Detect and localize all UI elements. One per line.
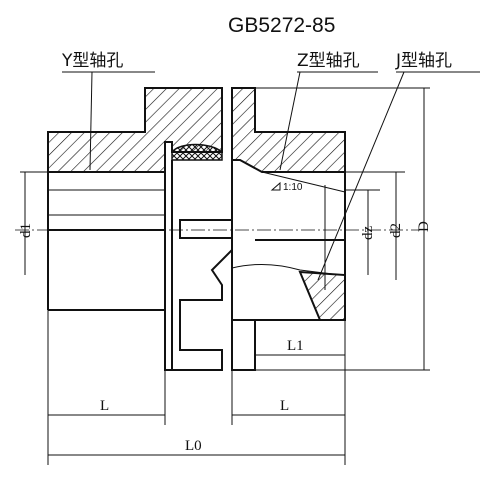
L1-label: L1 [287,338,304,354]
D-label: D [416,221,432,232]
left-L-label: L [100,398,109,414]
L0-label: L0 [185,438,202,454]
y-bore-label: Y型轴孔 [61,51,123,71]
jaw-profile [171,160,233,371]
d2-label: d2 [388,223,404,238]
taper-lower-section [298,270,346,321]
z-bore-label: Z型轴孔 [297,51,360,71]
left-hub-outline [47,172,172,371]
j-leader-line [317,71,405,281]
taper-bottom [231,263,341,276]
right-L-label: L [280,398,289,414]
taper-symbol-icon [270,181,281,191]
taper-top [261,171,346,193]
d1-label: d1 [18,223,34,238]
taper-ratio: 1:10 [283,182,303,193]
elastic-insert [171,143,223,161]
j-bore-label: J型轴孔 [395,51,452,71]
drawing-title: GB5272-85 [228,14,335,37]
dz-label: dz [360,226,376,241]
